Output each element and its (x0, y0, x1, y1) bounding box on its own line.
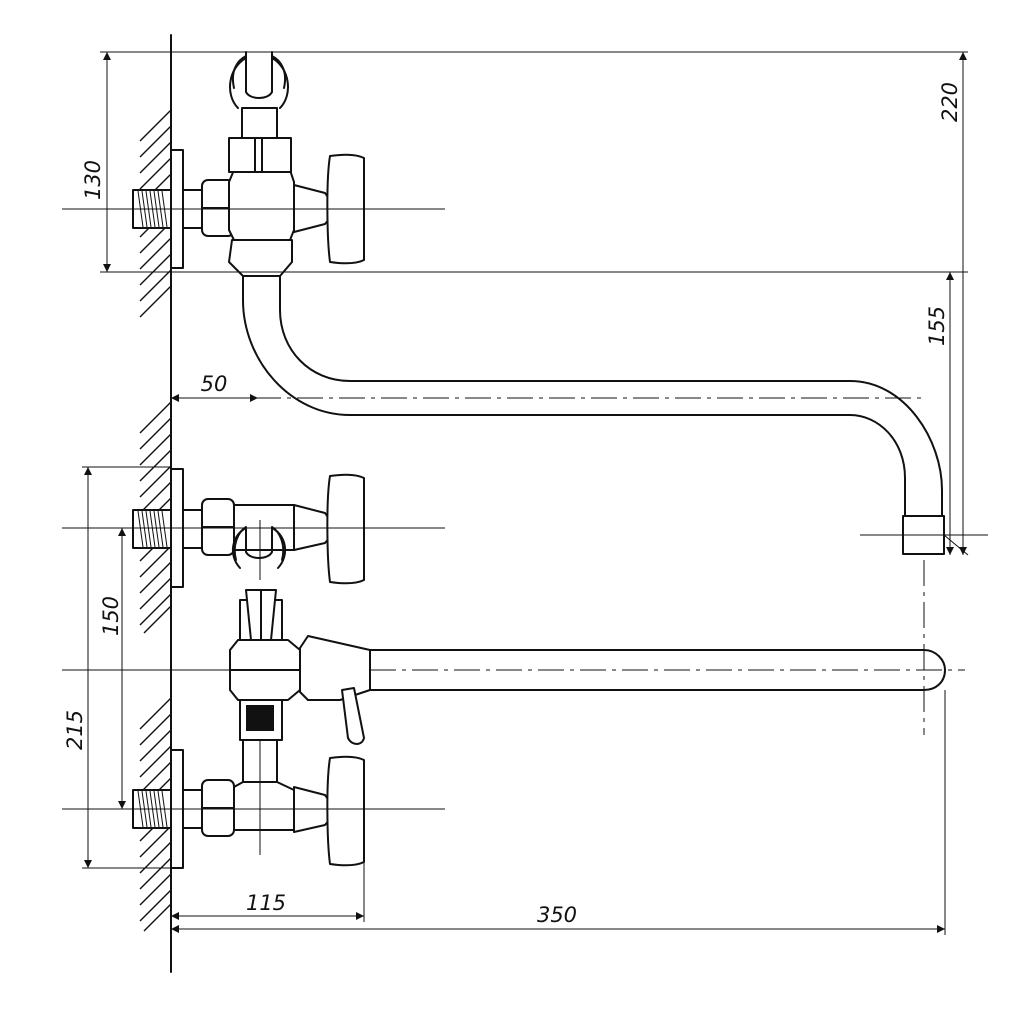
dim-115: 115 (246, 891, 286, 915)
center-lines (62, 208, 988, 855)
wall (139, 34, 172, 973)
mixer-body (229, 526, 371, 783)
dimension-lines (82, 51, 969, 935)
wall-hatching-middle (139, 401, 172, 634)
dim-220: 220 (938, 82, 962, 122)
dim-130: 130 (81, 160, 105, 200)
thread-middle (137, 510, 168, 548)
dim-215: 215 (63, 710, 87, 750)
dimension-labels: 130 220 155 50 150 215 115 350 (63, 82, 962, 927)
dim-155: 155 (925, 306, 949, 346)
dim-150: 150 (99, 596, 123, 636)
dim-350: 350 (537, 903, 577, 927)
top-valve-assembly (132, 51, 365, 277)
dim-50: 50 (201, 372, 228, 396)
bottom-valve-assembly (132, 749, 365, 869)
